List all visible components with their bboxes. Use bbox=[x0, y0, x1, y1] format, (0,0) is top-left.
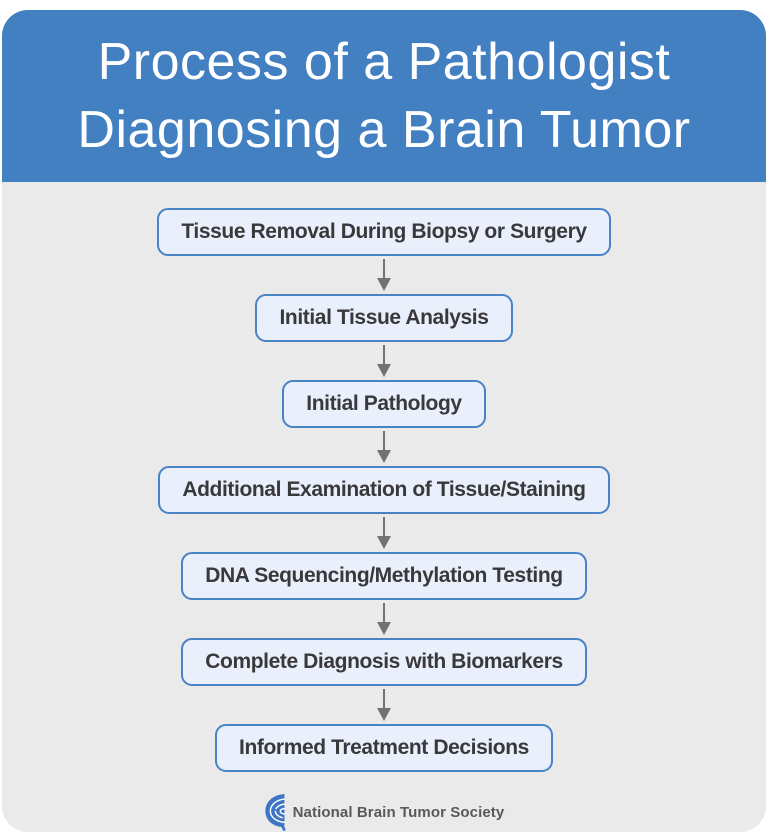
down-arrow-icon bbox=[377, 256, 391, 294]
page-title: Process of a Pathologist Diagnosing a Br… bbox=[77, 28, 690, 164]
arrow-head bbox=[377, 708, 391, 721]
infographic-card: Process of a Pathologist Diagnosing a Br… bbox=[2, 10, 766, 832]
arrow-line bbox=[382, 345, 386, 364]
arrow-line bbox=[382, 517, 386, 536]
flowchart: Tissue Removal During Biopsy or Surgery … bbox=[2, 182, 766, 832]
flow-step-tissue-removal: Tissue Removal During Biopsy or Surgery bbox=[157, 208, 611, 256]
brand-name: National Brain Tumor Society bbox=[292, 804, 505, 821]
arrow-head bbox=[377, 536, 391, 549]
arrow-head bbox=[377, 278, 391, 291]
flow-step-complete-diagnosis: Complete Diagnosis with Biomarkers bbox=[181, 638, 587, 686]
arrow-line bbox=[382, 689, 386, 708]
footer-brand: National Brain Tumor Society bbox=[264, 793, 505, 832]
flow-step-initial-tissue-analysis: Initial Tissue Analysis bbox=[255, 294, 513, 342]
arrow-line bbox=[382, 259, 386, 278]
flow-step-initial-pathology: Initial Pathology bbox=[282, 380, 486, 428]
arrow-head bbox=[377, 450, 391, 463]
title-line-2: Diagnosing a Brain Tumor bbox=[77, 101, 691, 159]
flow-step-dna-sequencing: DNA Sequencing/Methylation Testing bbox=[181, 552, 587, 600]
title-line-1: Process of a Pathologist bbox=[97, 33, 671, 91]
down-arrow-icon bbox=[377, 686, 391, 724]
down-arrow-icon bbox=[377, 342, 391, 380]
arrow-line bbox=[382, 431, 386, 450]
arrow-head bbox=[377, 622, 391, 635]
arrow-line bbox=[382, 603, 386, 622]
down-arrow-icon bbox=[377, 428, 391, 466]
down-arrow-icon bbox=[377, 600, 391, 638]
down-arrow-icon bbox=[377, 514, 391, 552]
arrow-head bbox=[377, 364, 391, 377]
flow-step-informed-treatment: Informed Treatment Decisions bbox=[215, 724, 553, 772]
brain-logo-icon bbox=[264, 793, 288, 832]
header-banner: Process of a Pathologist Diagnosing a Br… bbox=[2, 10, 766, 182]
flow-step-additional-examination: Additional Examination of Tissue/Stainin… bbox=[158, 466, 610, 514]
